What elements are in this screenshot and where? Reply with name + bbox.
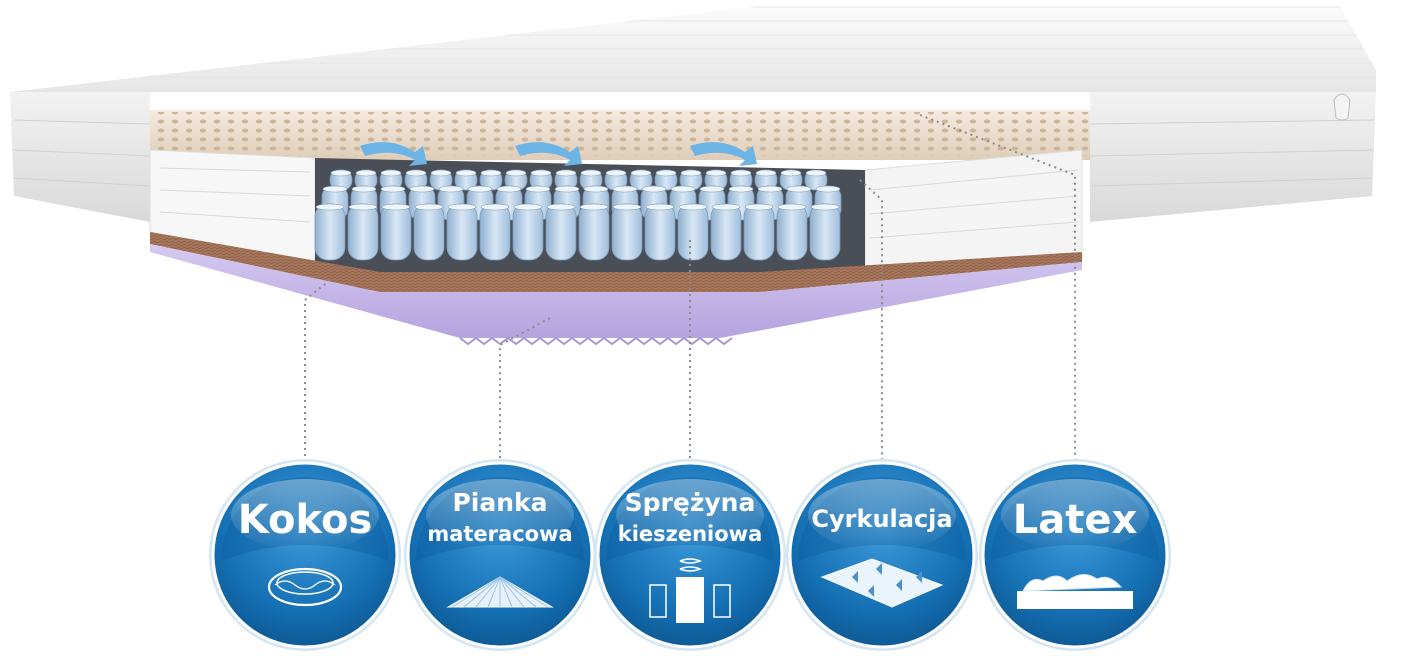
spring-pocket: [729, 169, 753, 191]
air-flow-arrow-icon: [515, 142, 582, 166]
leader-line-cyrkulacja: [859, 179, 883, 462]
air-flow-arrow-icon: [690, 142, 757, 166]
leader-line-pianka: [499, 317, 551, 462]
spring-pocket: [754, 169, 778, 191]
spring-pocket: [512, 203, 544, 261]
spring-pocket: [314, 203, 346, 261]
feature-badge: Pianka materacowa: [404, 459, 596, 651]
spring-pocket: [629, 169, 653, 191]
spring-pocket: [329, 169, 353, 191]
spring-pocket: [710, 203, 742, 261]
spring-pocket: [654, 169, 678, 191]
purple-foam-layer: [150, 244, 1082, 338]
coir-layer: [150, 232, 1082, 292]
spring-pocket: [479, 169, 503, 191]
badge-label: Sprężyna: [625, 488, 756, 517]
spring-pocket: [380, 203, 412, 261]
spring-pocket: [454, 169, 478, 191]
badge-label: Pianka: [452, 488, 547, 517]
spring-pocket: [504, 169, 528, 191]
mattress-side-right: [1090, 92, 1376, 222]
spring-pocket: [677, 203, 709, 261]
spring-pocket: [354, 169, 378, 191]
feature-badges: Kokos Pianka materacowa Sprężyna kieszeniowa…: [209, 459, 1171, 651]
spring-pocket: [545, 203, 577, 261]
spring-pocket: [446, 203, 478, 261]
latex-icon: [1017, 574, 1133, 609]
air-circulation-icon: [820, 558, 944, 608]
spring-pocket: [554, 169, 578, 191]
spring-pocket: [578, 203, 610, 261]
air-flow-arrows: [360, 142, 757, 166]
spring-pocket: [404, 169, 428, 191]
badge-label: Latex: [1013, 497, 1138, 543]
feature-badge: Kokos: [209, 459, 401, 651]
leader-line-latex: [919, 114, 1076, 462]
spring-pocket: [776, 203, 808, 261]
air-flow-arrow-icon: [360, 142, 427, 166]
feature-badge: Latex: [979, 459, 1171, 651]
pocket-spring-icon: [649, 558, 731, 623]
pocket-springs: [314, 169, 842, 261]
badge-label: Cyrkulacja: [811, 505, 952, 533]
feature-badge: Cyrkulacja: [786, 459, 978, 651]
mattress: [10, 6, 1376, 346]
spring-pocket: [679, 169, 703, 191]
coconut-icon: [267, 567, 343, 607]
leader-line-kokos: [304, 279, 331, 462]
badge-sublabel: kieszeniowa: [618, 522, 763, 546]
spring-pocket: [743, 203, 775, 261]
badge-label: Kokos: [238, 497, 373, 543]
mattress-side-left: [10, 92, 150, 222]
spring-pocket: [804, 169, 828, 191]
zipper-pull-icon: [1333, 93, 1351, 121]
spring-pocket: [413, 203, 445, 261]
feature-badge: Sprężyna kieszeniowa: [594, 459, 786, 651]
foam-icon: [446, 576, 554, 608]
spring-pocket: [429, 169, 453, 191]
spring-pocket: [529, 169, 553, 191]
spring-pocket: [479, 203, 511, 261]
spring-pocket: [579, 169, 603, 191]
spring-pocket: [644, 203, 676, 261]
leader-lines: [304, 114, 1076, 462]
badge-sublabel: materacowa: [427, 522, 572, 546]
spring-pocket: [809, 203, 841, 261]
spring-pocket: [611, 203, 643, 261]
spring-pocket: [347, 203, 379, 261]
